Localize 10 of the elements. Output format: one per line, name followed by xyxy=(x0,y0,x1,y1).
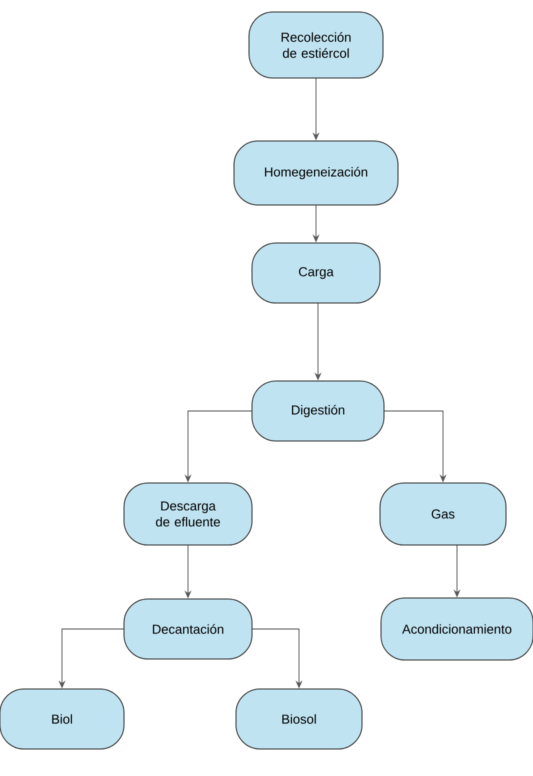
process-box: Acondicionamiento xyxy=(380,598,533,660)
process-box: Biosol xyxy=(236,688,362,750)
process-box: Biol xyxy=(0,688,124,750)
process-box: Recolección de estiércol xyxy=(248,12,384,78)
process-box: Homegeneización xyxy=(234,140,398,206)
process-box: Gas xyxy=(380,482,506,546)
process-box: Digestión xyxy=(252,380,384,442)
process-box: Decantación xyxy=(124,598,252,660)
process-box: Carga xyxy=(252,242,380,304)
process-box: Descarga de efluente xyxy=(124,482,252,546)
